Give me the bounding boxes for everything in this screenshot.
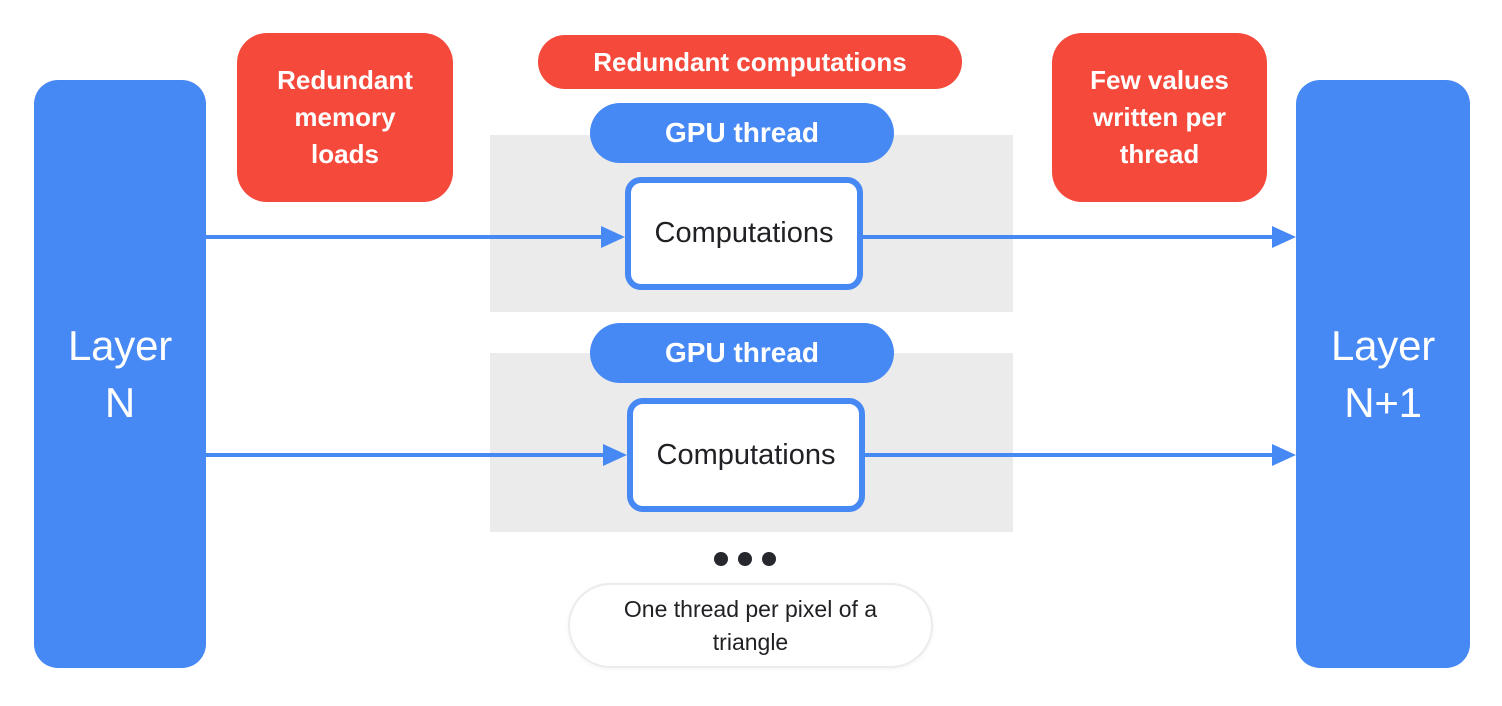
ellipsis-dot-3 (762, 552, 776, 566)
annotation-few-values-written: Few values written per thread (1052, 33, 1267, 202)
layer-n-plus-1-label: Layer N+1 (1331, 317, 1435, 431)
arrowhead-in-2-icon (603, 444, 627, 466)
layer-n-plus-1-label-line2: N+1 (1344, 379, 1422, 426)
arrowhead-out-1-icon (1272, 226, 1296, 248)
arrow-line-in-1 (205, 235, 603, 239)
annotation-redundant-memory-loads: Redundant memory loads (237, 33, 453, 202)
annotation-redundant-memory-loads-label: Redundant memory loads (277, 65, 413, 169)
annotation-redundant-computations: Redundant computations (538, 35, 962, 89)
gpu-thread-pill-1: GPU thread (590, 103, 894, 163)
annotation-few-values-written-label: Few values written per thread (1090, 65, 1229, 169)
arrowhead-in-1-icon (601, 226, 625, 248)
layer-n-plus-1-box: Layer N+1 (1296, 80, 1470, 668)
arrow-line-out-2 (865, 453, 1274, 457)
gpu-thread-pill-2: GPU thread (590, 323, 894, 383)
arrowhead-out-2-icon (1272, 444, 1296, 466)
footnote-pill: One thread per pixel of a triangle (568, 583, 933, 668)
footnote-label: One thread per pixel of a triangle (623, 595, 878, 655)
layer-n-plus-1-label-line1: Layer (1330, 322, 1436, 369)
gpu-thread-label-2: GPU thread (664, 337, 820, 368)
arrow-line-out-1 (863, 235, 1274, 239)
layer-n-box: Layer N (34, 80, 206, 668)
annotation-redundant-computations-label: Redundant computations (593, 46, 907, 77)
ellipsis-dot-1 (714, 552, 728, 566)
computations-box-2: Computations (627, 398, 865, 512)
computations-label-1: Computations (654, 217, 834, 249)
computations-box-1: Computations (625, 177, 863, 290)
ellipsis-dot-2 (738, 552, 752, 566)
layer-n-label: Layer N (68, 317, 172, 431)
arrow-line-in-2 (205, 453, 605, 457)
computations-label-2: Computations (656, 438, 836, 471)
layer-n-label-line1: Layer (67, 322, 173, 369)
gpu-thread-label-1: GPU thread (664, 117, 820, 148)
layer-n-label-line2: N (104, 379, 136, 426)
